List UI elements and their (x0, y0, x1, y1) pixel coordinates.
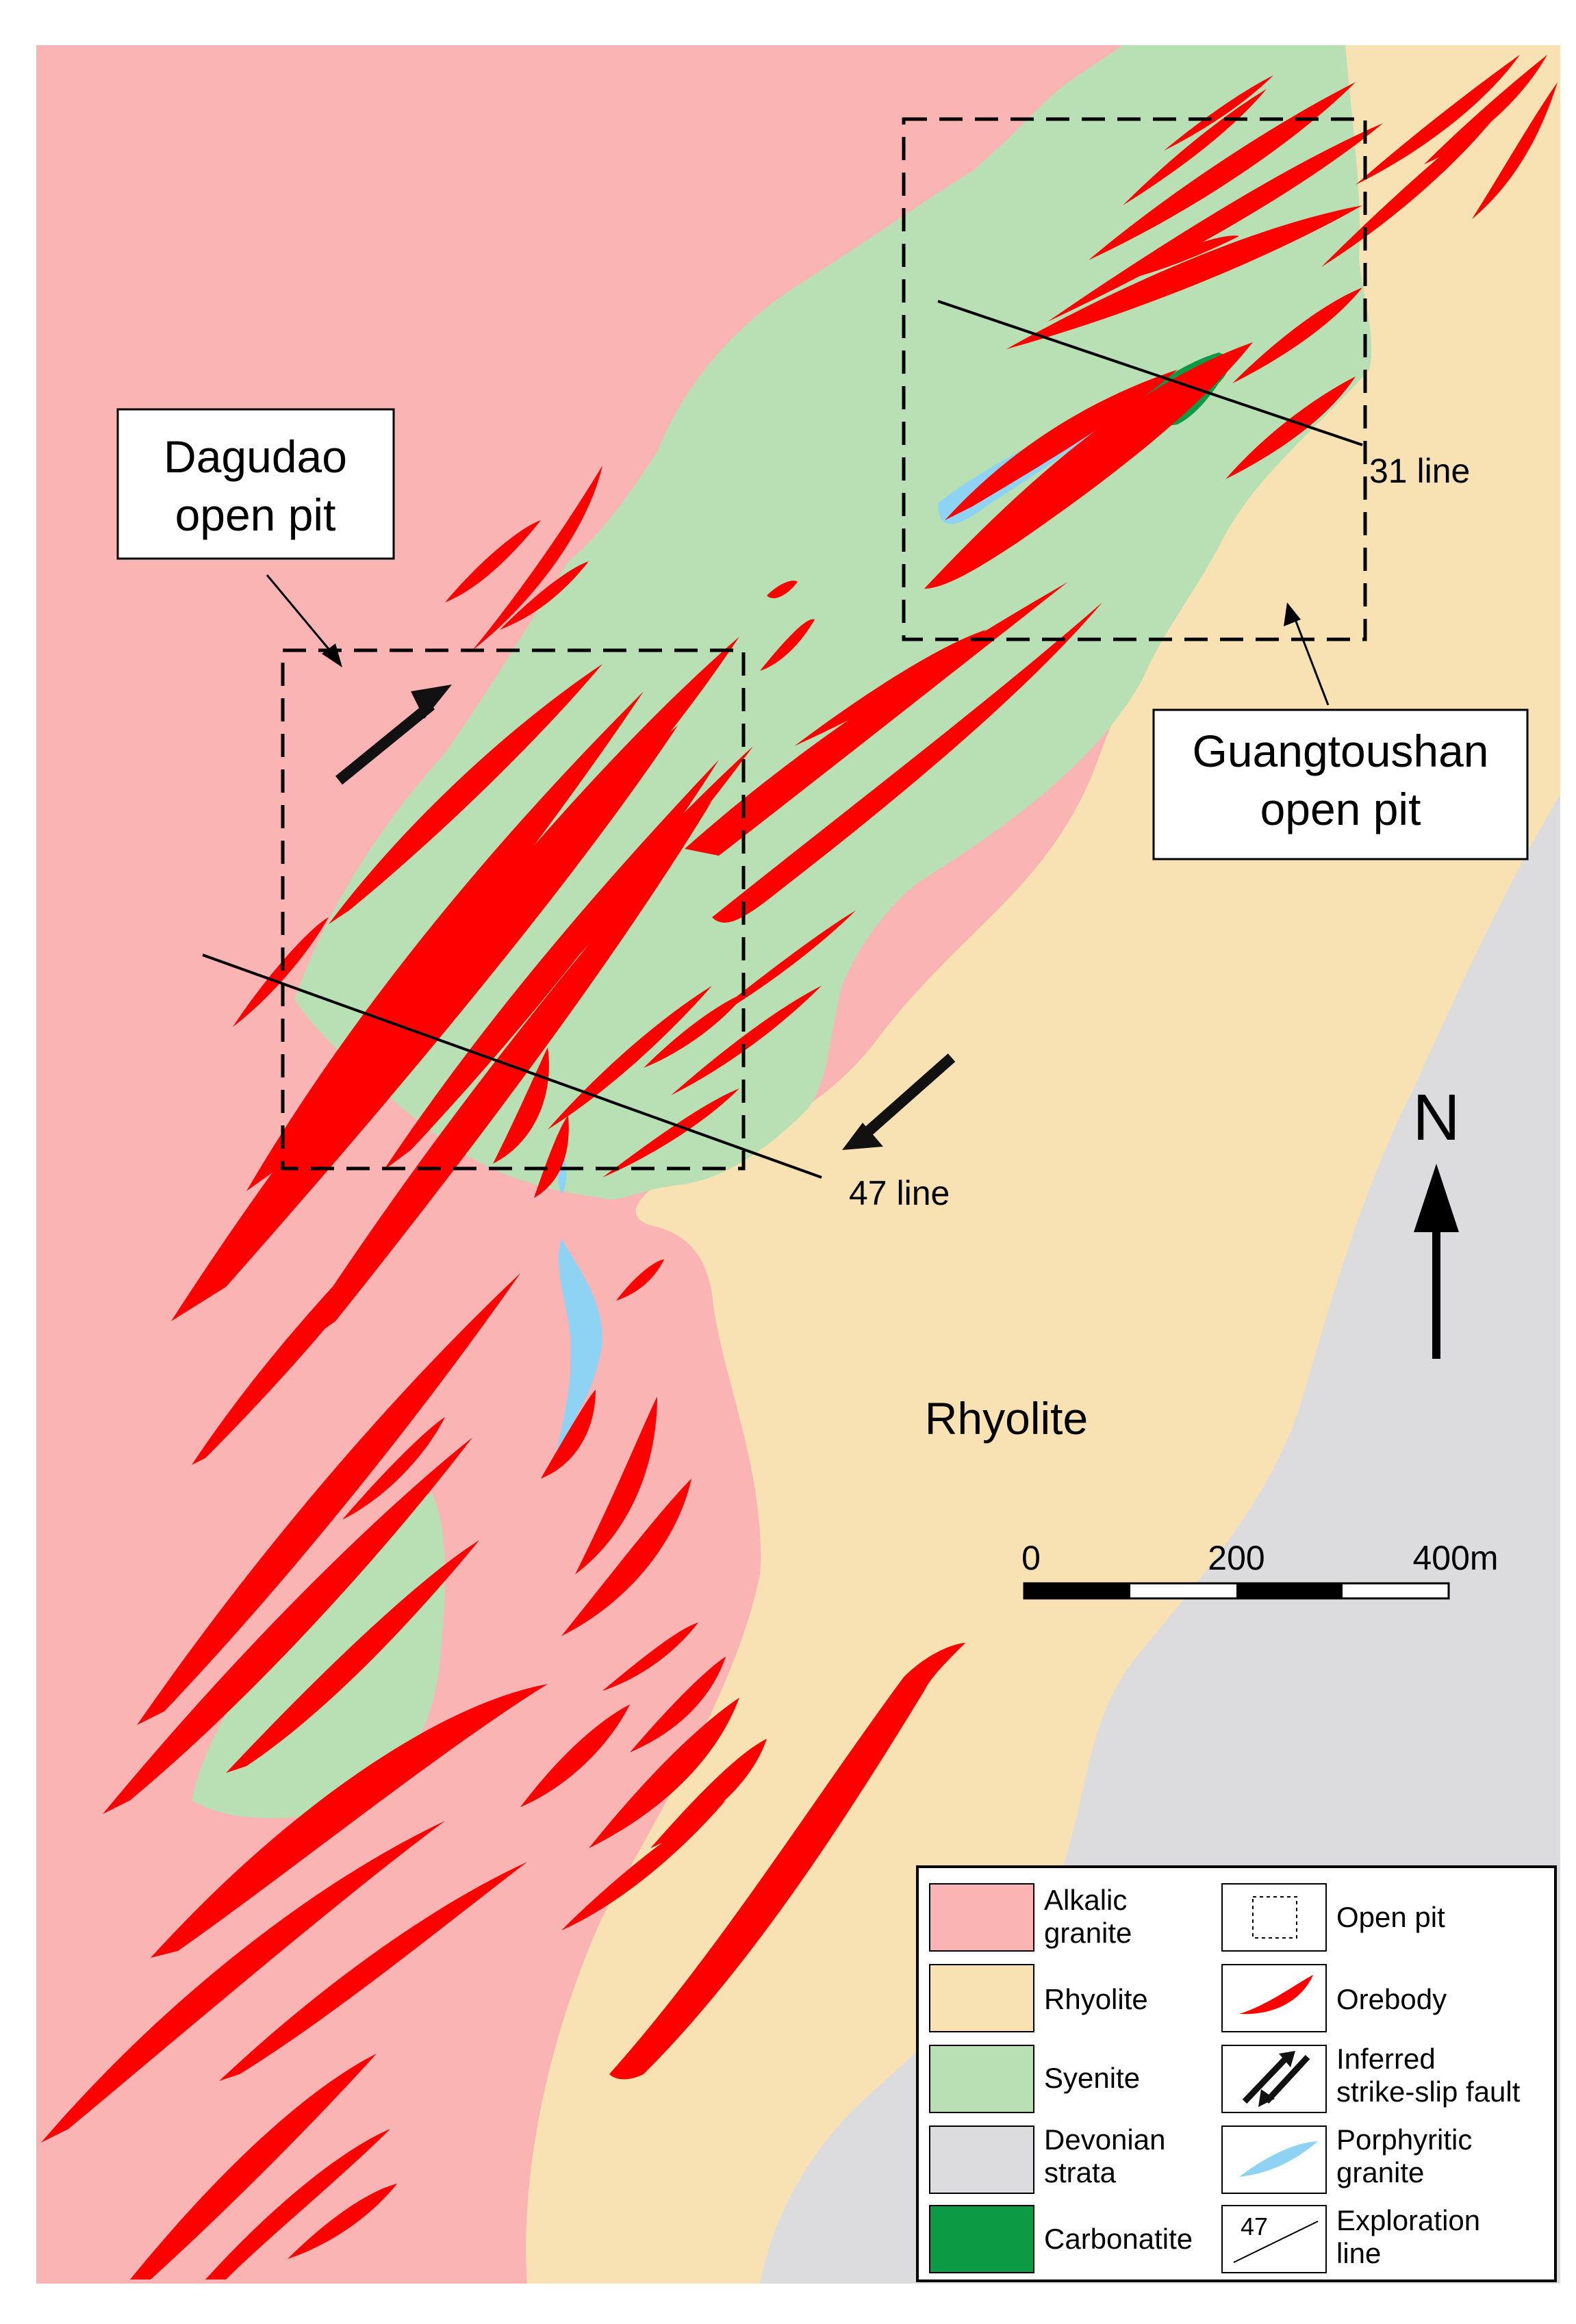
syenite-main-area (294, 45, 1372, 1200)
guangtoushan-label-box: Guangtoushan open pit (1152, 708, 1529, 860)
exploration-line-47 (202, 954, 822, 1179)
scale-tick-0: 0 (1021, 1539, 1041, 1577)
guangtoushan-open-pit-outline (902, 117, 1367, 641)
legend-label-carbonatite: Carbonatite (1044, 2223, 1193, 2255)
legend-label-open-pit: Open pit (1336, 1901, 1445, 1933)
strike-slip-fault-arrow-upper (335, 685, 452, 785)
dagudao-label-line2: open pit (175, 489, 336, 540)
legend-label-fault-1: Inferred (1336, 2043, 1436, 2075)
legend-label-alkalic-granite-2: granite (1044, 1917, 1132, 1949)
legend-swatch-carbonatite (929, 2205, 1034, 2273)
exploration-line-icon-number: 47 (1241, 2212, 1268, 2240)
dagudao-label-line1: Dagudao (164, 431, 347, 482)
legend-label-syenite: Syenite (1044, 2062, 1140, 2094)
legend-label-alkalic-granite-1: Alkalic (1044, 1884, 1127, 1916)
scale-tick-400m: 400m (1412, 1539, 1498, 1577)
orebody-icon (1221, 1964, 1327, 2032)
legend-label-devonian-1: Devonian (1044, 2123, 1165, 2156)
legend-label-exploration-2: line (1336, 2237, 1381, 2269)
exploration-line-icon: 47 (1221, 2205, 1327, 2273)
legend-swatch-devonian-strata (929, 2125, 1034, 2194)
rhyolite-map-label: Rhyolite (925, 1393, 1088, 1444)
legend-label-rhyolite: Rhyolite (1044, 1983, 1148, 2015)
strike-slip-fault-arrow-lower (842, 1054, 956, 1150)
scale-bar: 0 200 400m (1021, 1539, 1499, 1600)
north-arrow: N (1412, 1081, 1460, 1359)
legend-label-exploration-1: Exploration (1336, 2204, 1480, 2236)
legend-label-fault-2: strike-slip fault (1336, 2076, 1521, 2108)
guangtoushan-pointer (1284, 602, 1330, 706)
legend-swatch-alkalic-granite (929, 1883, 1034, 1952)
north-label: N (1412, 1081, 1460, 1154)
dagudao-label-box: Dagudao open pit (116, 408, 395, 560)
legend: Alkalic granite Rhyolite Syenite Devonia… (916, 1865, 1557, 2282)
legend-label-devonian-2: strata (1044, 2156, 1117, 2188)
legend-swatch-syenite (929, 2045, 1034, 2113)
legend-label-porphyritic-1: Porphyritic (1336, 2123, 1472, 2156)
exploration-line-31 (937, 300, 1363, 446)
legend-label-porphyritic-2: granite (1336, 2156, 1424, 2188)
orebodies (41, 55, 1558, 2280)
dagudao-open-pit-outline (281, 648, 746, 1171)
scale-tick-200: 200 (1208, 1539, 1264, 1577)
legend-swatch-rhyolite (929, 1964, 1034, 2032)
north-arrow-icon (1414, 1164, 1459, 1232)
dagudao-pointer (266, 574, 342, 667)
porphyritic-granite-icon (1221, 2125, 1327, 2194)
guangtoushan-label-line2: open pit (1260, 784, 1421, 834)
guangtoushan-label-line1: Guangtoushan (1192, 726, 1488, 776)
fault-arrows-icon (1221, 2045, 1327, 2113)
dashed-square-icon (1221, 1883, 1327, 1952)
exploration-line-47-label: 47 line (849, 1174, 950, 1212)
exploration-line-31-label: 31 line (1369, 452, 1470, 490)
legend-label-orebody: Orebody (1336, 1983, 1447, 2015)
syenite-lower-area (192, 1492, 445, 1818)
